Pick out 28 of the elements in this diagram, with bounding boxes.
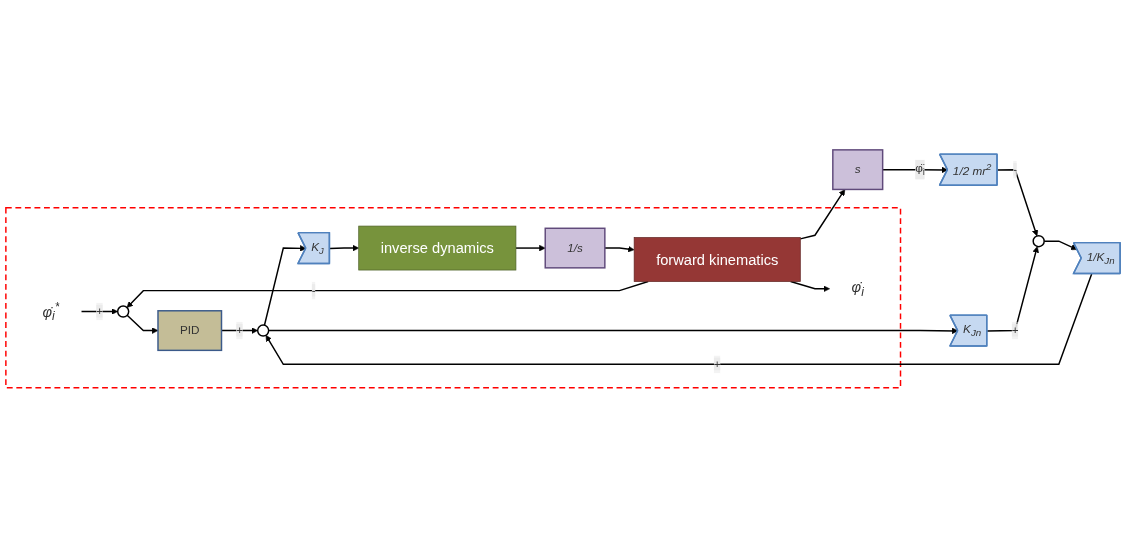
node-box: s xyxy=(832,149,884,191)
edge-label: + xyxy=(96,305,104,318)
arrow xyxy=(329,245,359,252)
node-box: 1/s xyxy=(544,227,606,269)
node-circle xyxy=(256,324,270,337)
node-text: φ̇$_{i}$ xyxy=(851,279,864,300)
arrow xyxy=(604,246,635,253)
node-circle xyxy=(1032,235,1045,248)
node-box: PID xyxy=(157,310,223,352)
edge-label: - xyxy=(1013,163,1018,176)
edge-label: φ̈$_{i}$ xyxy=(915,162,925,178)
edge-label: + xyxy=(713,357,721,371)
arrow xyxy=(267,327,959,335)
arrow xyxy=(265,273,1093,366)
arrow xyxy=(263,245,307,327)
node-box: forward kinematics xyxy=(633,237,801,283)
edge-label: + xyxy=(236,324,244,337)
node-circle xyxy=(116,305,130,318)
arrow xyxy=(126,280,649,309)
arrow xyxy=(799,189,846,240)
arrow xyxy=(1043,240,1078,251)
arrow xyxy=(986,246,1039,332)
cluster xyxy=(5,207,902,389)
edge-label: + xyxy=(1011,324,1019,337)
arrow xyxy=(996,169,1039,237)
arrow xyxy=(515,245,546,252)
edge-label: - xyxy=(311,284,316,297)
node-box: inverse dynamics xyxy=(358,225,517,271)
